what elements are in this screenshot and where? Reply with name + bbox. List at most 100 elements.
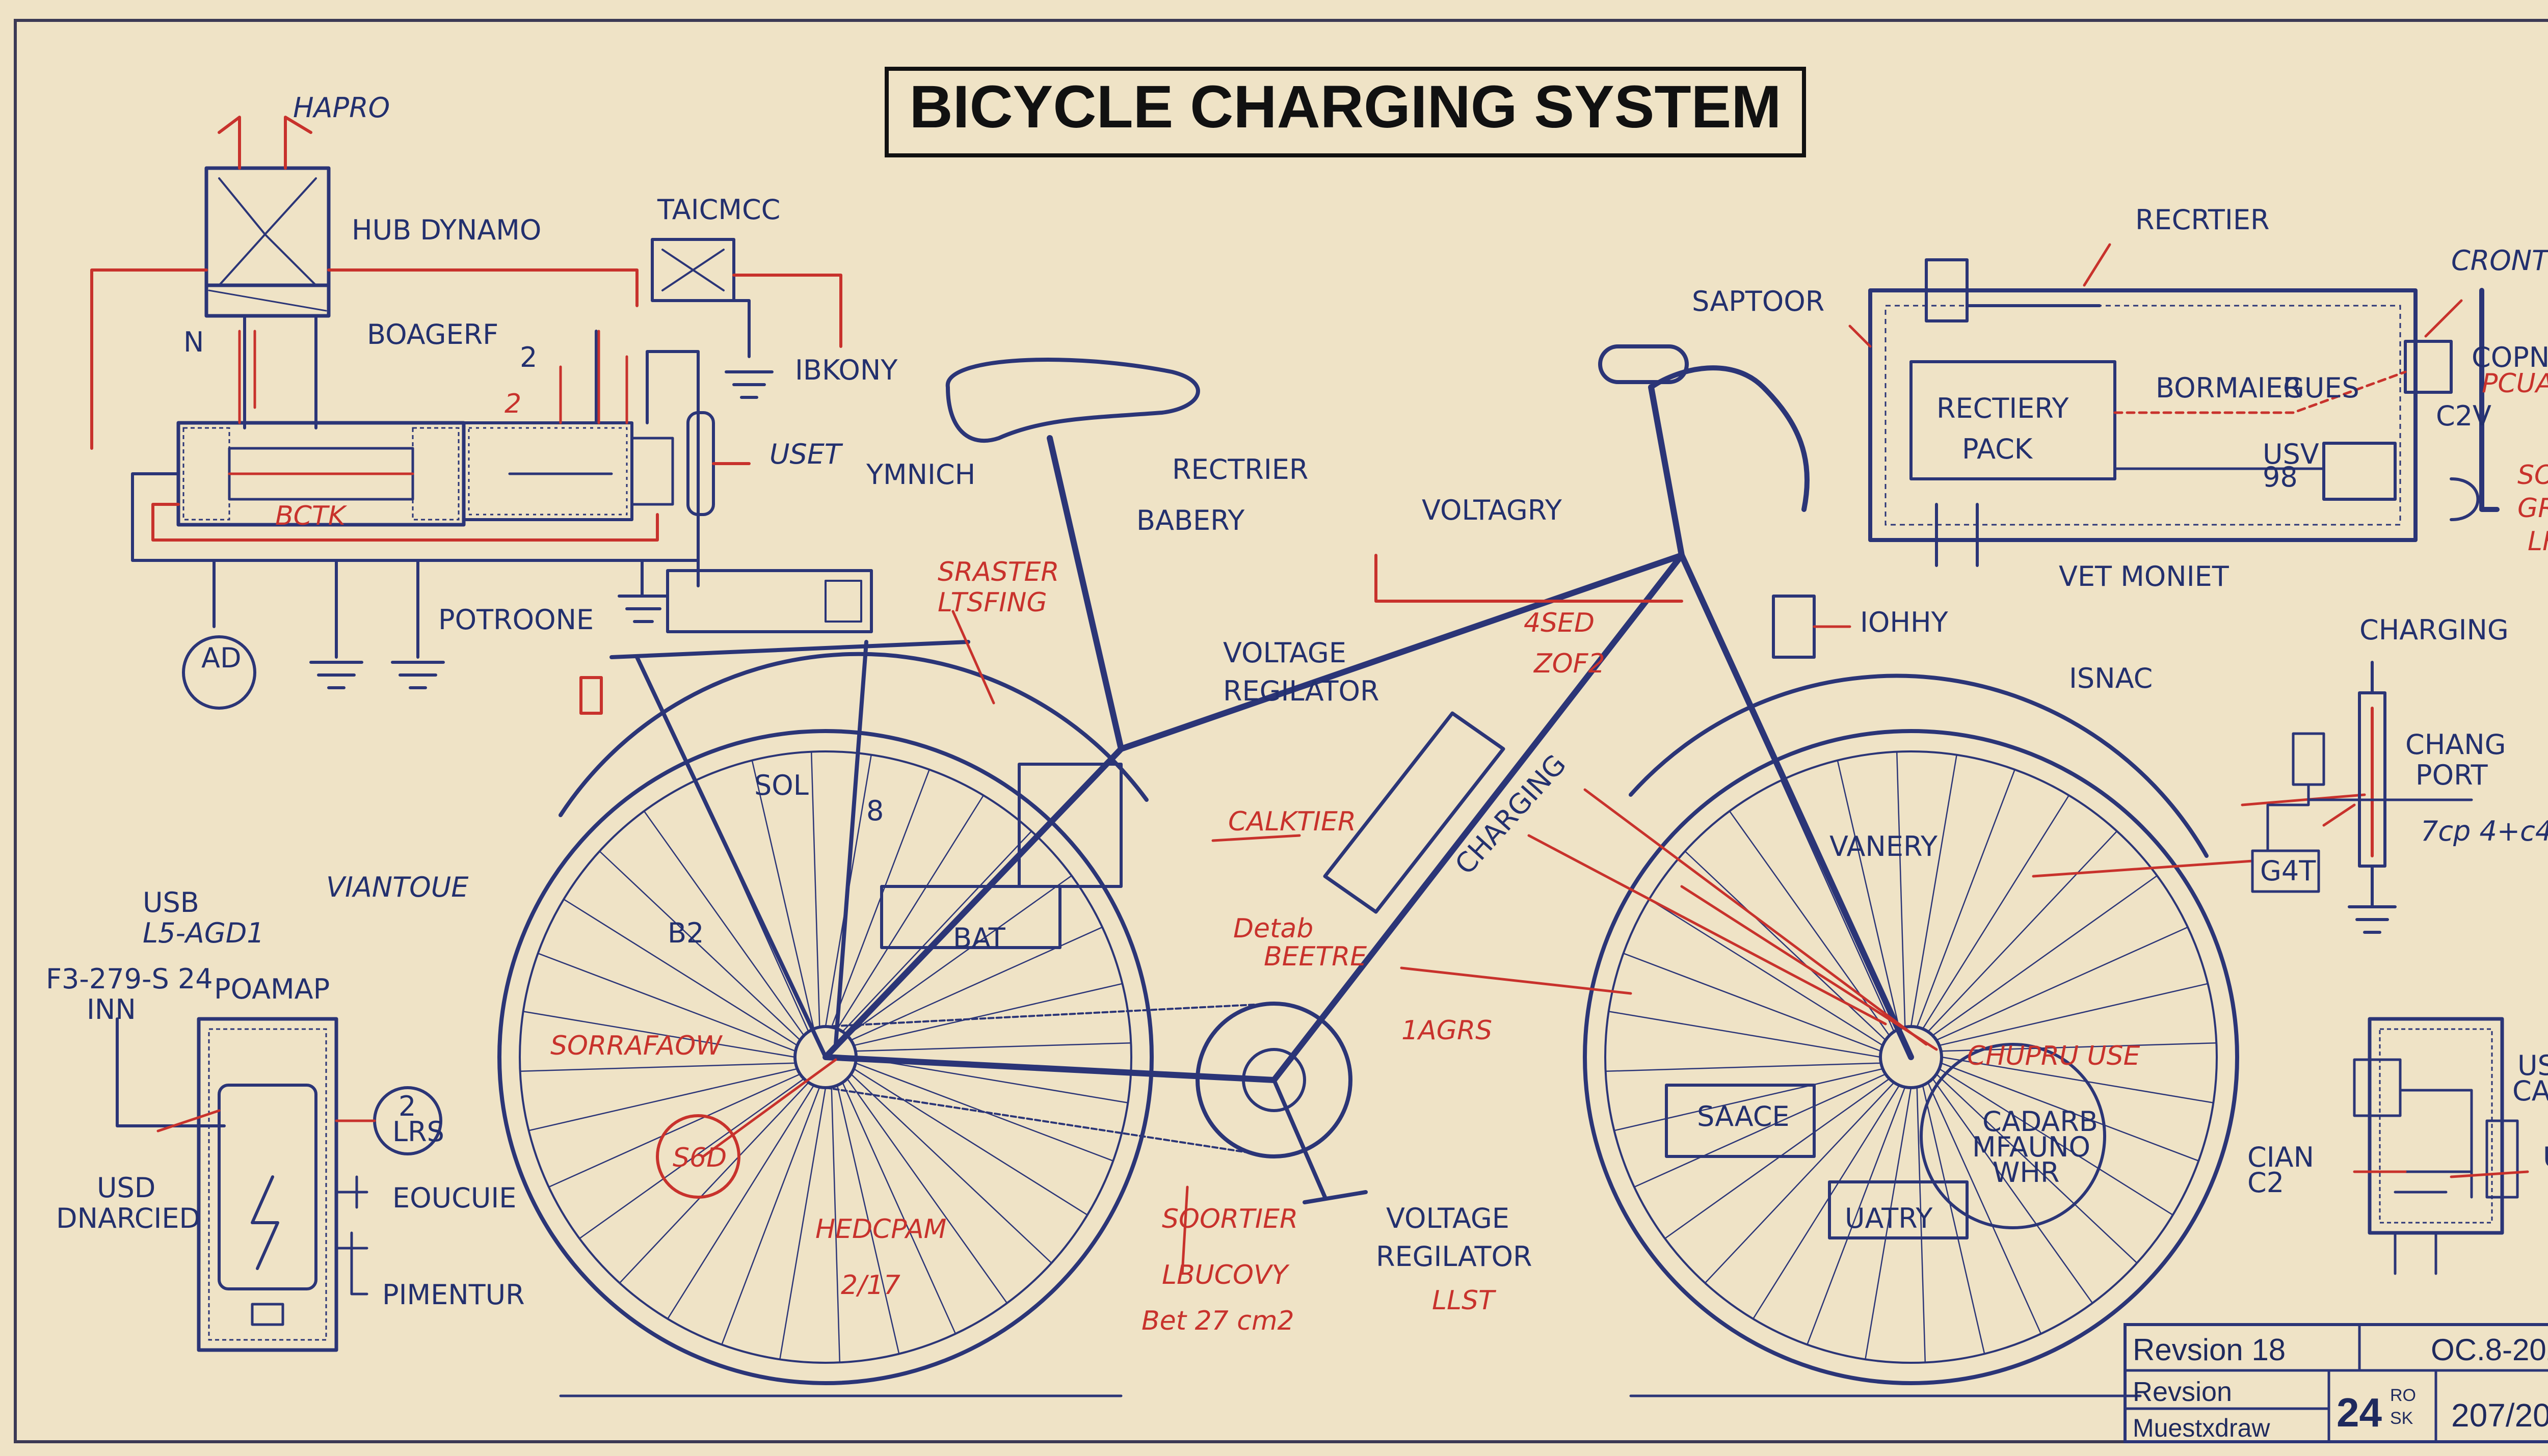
wheel-spoke <box>1927 830 2118 1032</box>
wheel-spoke <box>842 1082 957 1334</box>
wheel-spoke <box>1939 983 2208 1046</box>
wheel-spoke <box>1941 1042 2217 1052</box>
wheel-spoke <box>1608 1011 1881 1058</box>
label-voltage-reg-1: VOLTAGE <box>1223 637 1346 669</box>
ground-symbols-left <box>182 559 669 710</box>
wheel-spoke <box>599 850 801 1041</box>
label-port: PORT <box>2416 759 2488 791</box>
label-sorrafaow: SORRAFAOW <box>550 1031 723 1061</box>
label-usb-left-sub: L5-AGD1 <box>143 917 264 949</box>
label-voltage-reg-2: REGILATOR <box>1223 675 1379 707</box>
label-ased: 4SED <box>1524 608 1595 638</box>
label-ymnich: YMNICH <box>866 459 975 491</box>
wheel-spoke <box>855 1042 1131 1052</box>
label-rectiery-pack-1: RECTIERY <box>1936 392 2069 424</box>
label-b2: B2 <box>668 917 704 949</box>
label-usb-right: USB <box>2543 1141 2548 1173</box>
label-copnare: COPNARE <box>2472 341 2548 373</box>
label-detab-2: BEETRE <box>1264 941 1367 972</box>
title-block-revision-a: Revsion 18 <box>2133 1333 2286 1367</box>
label-rectrier-mid: RECTRIER <box>1172 453 1308 486</box>
wheel-spoke <box>528 1068 798 1131</box>
wheel-spoke <box>751 760 815 1029</box>
page-title: BICYCLE CHARGING SYSTEM <box>909 73 1781 141</box>
label-cadare-2: MFAUNO <box>1972 1131 2090 1163</box>
wheel-spoke <box>1649 899 1883 1046</box>
annotation-leaders <box>702 554 2366 1275</box>
label-voltage-b1: VOLTAGE <box>1386 1202 1509 1234</box>
wheel-spoke <box>1910 754 1957 1027</box>
wheel-spoke <box>1927 1082 2042 1334</box>
wire-dynamo-red <box>327 268 639 307</box>
label-inn: INN <box>87 993 136 1026</box>
label-port-formula: 7cp 4+c410 <box>2421 815 2548 847</box>
label-zof2: ZOF2 <box>1533 649 1605 679</box>
label-babery: BABERY <box>1136 504 1245 536</box>
label-sol: SOL <box>754 769 809 801</box>
label-rectier-top: RECRTIER <box>2135 204 2270 236</box>
wheel-spoke <box>1704 1082 1895 1284</box>
wheel-spoke <box>1941 1062 2199 1162</box>
label-usd-r2: CAALTING <box>2512 1075 2548 1107</box>
wheel-spoke <box>1922 1085 1985 1354</box>
wheel-spoke <box>579 1078 805 1239</box>
label-vanery: VANERY <box>1829 830 1938 862</box>
label-n2-sub: LRS <box>392 1116 444 1148</box>
usb-module-left <box>116 1017 442 1352</box>
wheel-spoke <box>1684 850 1886 1041</box>
label-gues: GUES <box>2283 372 2359 404</box>
label-n247: 2/17 <box>841 1270 900 1301</box>
label-lest: LLST <box>1432 1285 1497 1316</box>
label-potroone: POTROONE <box>438 604 594 636</box>
wheel-spoke <box>643 811 805 1036</box>
label-n: N <box>183 326 204 358</box>
label-bctk: BCTK <box>275 501 348 531</box>
label-uatry: UATRY <box>1845 1202 1933 1234</box>
wheel-spoke <box>854 983 1123 1046</box>
title-block-mark-sub-1: RO <box>2390 1386 2416 1405</box>
wheel-spoke <box>1865 1087 1912 1360</box>
label-pcuad: PCUAD <box>2482 368 2548 399</box>
wheel-spoke <box>523 1011 795 1058</box>
label-ad: AD <box>201 642 242 674</box>
label-soortier: SOORTIER <box>1162 1204 1298 1234</box>
label-usv: USV <box>2263 438 2319 470</box>
label-eoucuie: EOUCUIE <box>392 1182 516 1214</box>
wheel-spoke <box>853 1068 1088 1216</box>
title-block-mark-sub-2: SK <box>2390 1409 2413 1428</box>
label-vet-moniet: VET MONIET <box>2059 560 2230 592</box>
wheel-spoke <box>836 1085 900 1354</box>
wheel-spoke <box>1932 1078 2093 1304</box>
wheel-spoke <box>810 751 820 1028</box>
label-voltage-b2: REGILATOR <box>1376 1241 1532 1273</box>
label-voltagry: VOLTAGRY <box>1422 494 1562 526</box>
wheel-spoke <box>1623 953 1881 1052</box>
wheel-spoke <box>1916 1087 1926 1363</box>
title-block-revision-b: Revsion <box>2133 1377 2232 1407</box>
label-usd: USD <box>97 1172 155 1204</box>
label-n8: 8 <box>866 795 884 827</box>
wheel-spoke <box>851 1073 1052 1264</box>
label-cadare-3: WHR <box>1993 1156 2060 1189</box>
label-hub-dynamo: HUB DYNAMO <box>352 214 541 246</box>
label-pimentur: PIMENTUR <box>382 1279 525 1311</box>
label-saptoor: SAPTOOR <box>1692 285 1824 317</box>
wheel-spoke <box>721 1087 820 1345</box>
label-ibkony: IBKONY <box>795 354 898 386</box>
label-bat: BAT <box>953 922 1006 954</box>
label-sob: SOB <box>2517 460 2548 491</box>
wheel-spoke <box>1605 1062 1881 1072</box>
rack-battery <box>666 569 873 633</box>
wheel-spoke <box>1614 1068 1883 1131</box>
rectifier-pack-block <box>1848 243 2500 567</box>
sheet-border <box>14 19 2548 1443</box>
label-num2a: 2 <box>520 341 537 373</box>
wheel-spoke <box>846 875 1072 1036</box>
label-viantoue: VIANTOUE <box>326 871 469 903</box>
hub-dynamo-symbol <box>204 116 331 318</box>
label-g4t: G4T <box>2260 855 2316 887</box>
title-block-date-a: OC.8-2021 <box>2431 1333 2548 1367</box>
wheel-spoke <box>538 953 796 1052</box>
label-hub-top: HAPRO <box>293 92 390 124</box>
